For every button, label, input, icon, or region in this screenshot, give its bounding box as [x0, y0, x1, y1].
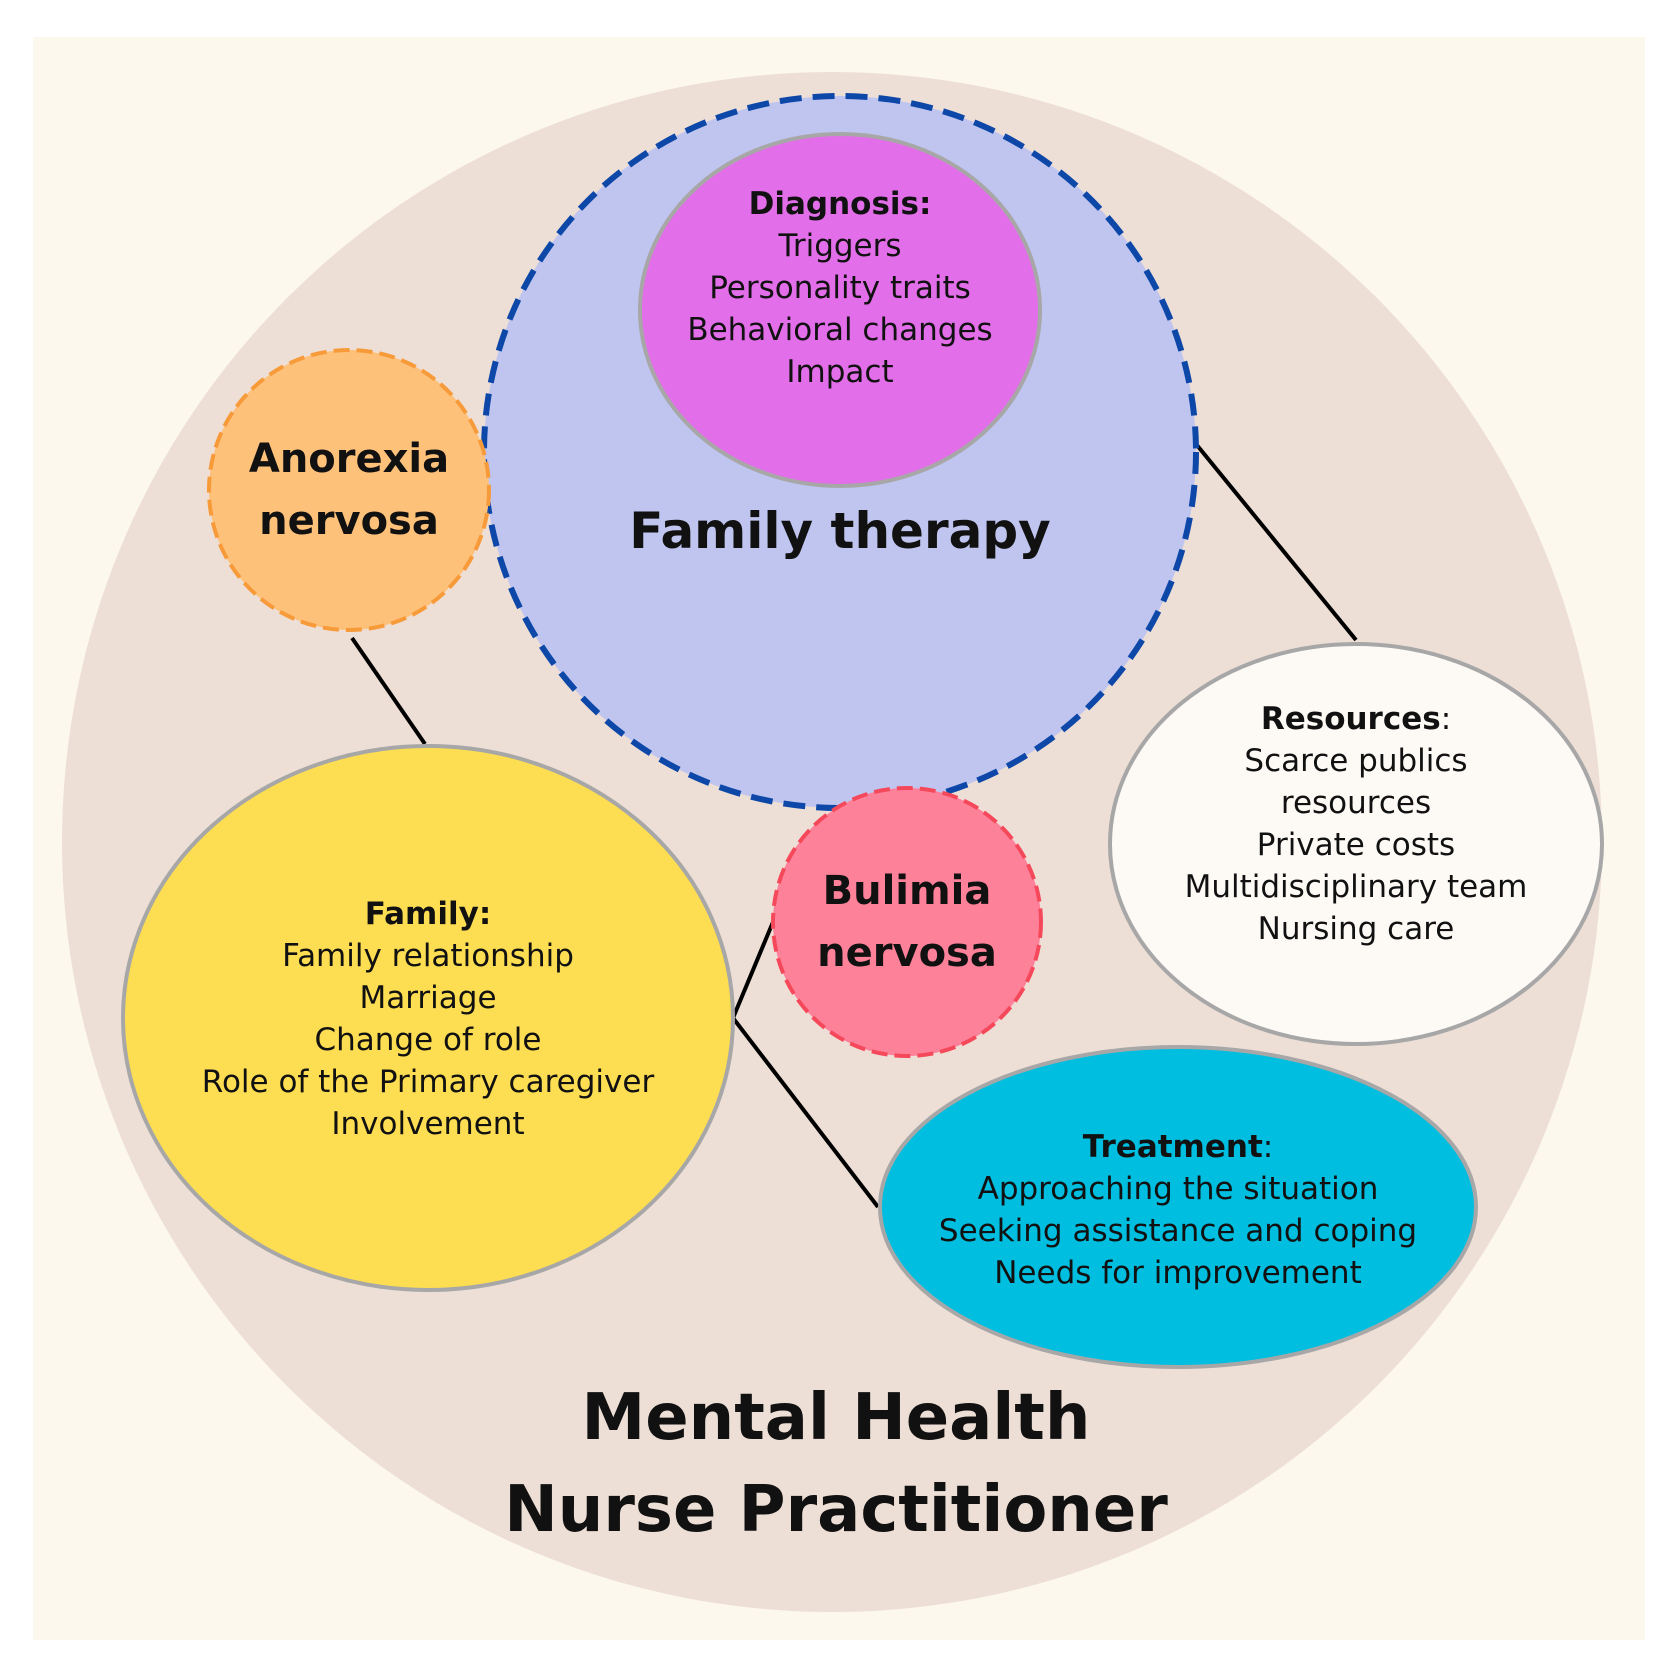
diagnosis-bubble [638, 132, 1042, 488]
diagnosis-item: Triggers [778, 228, 902, 264]
resources-item: Nursing care [1257, 911, 1455, 947]
anorexia-label: Anorexia nervosa [219, 428, 479, 552]
treatment-heading-line: Treatment: [918, 1126, 1438, 1168]
family-text: Family: Family relationship Marriage Cha… [168, 893, 688, 1145]
bulimia-bubble [771, 786, 1043, 1058]
resources-text: Resources: Scarce publics resources Priv… [1136, 698, 1576, 950]
diagnosis-text: Diagnosis: Triggers Personality traits B… [640, 183, 1040, 393]
connector-anorexia-family [350, 636, 427, 746]
bulimia-label-line: nervosa [817, 930, 997, 976]
treatment-bubble [878, 1045, 1478, 1369]
resources-bubble [1108, 642, 1604, 1046]
diagnosis-heading: Diagnosis: [748, 186, 932, 222]
treatment-heading-suffix: : [1262, 1129, 1274, 1165]
connector-family-treatment [731, 1016, 880, 1209]
anorexia-label-line: Anorexia [248, 436, 450, 482]
anorexia-label-line: nervosa [259, 498, 439, 544]
main-title-line: Mental Health [581, 1381, 1091, 1455]
treatment-item: Needs for improvement [994, 1255, 1362, 1291]
resources-heading-suffix: : [1440, 701, 1452, 737]
treatment-heading: Treatment [1082, 1129, 1263, 1165]
resources-item: Private costs [1256, 827, 1456, 863]
resources-item: Scarce publics [1244, 743, 1468, 779]
resources-heading: Resources [1260, 701, 1441, 737]
anorexia-bubble [207, 348, 491, 632]
resources-item: resources [1280, 785, 1432, 821]
family-item: Role of the Primary caregiver [201, 1064, 655, 1100]
connector-family-bulimia [731, 921, 775, 1019]
family-item: Family relationship [282, 938, 574, 974]
treatment-item: Seeking assistance and coping [938, 1213, 1418, 1249]
treatment-text: Treatment: Approaching the situation See… [918, 1126, 1438, 1294]
family-item: Change of role [314, 1022, 542, 1058]
family-item: Involvement [331, 1106, 525, 1142]
family-item: Marriage [359, 980, 497, 1016]
resources-item: Multidisciplinary team [1184, 869, 1528, 905]
resources-heading-line: Resources: [1136, 698, 1576, 740]
bulimia-label: Bulimia nervosa [787, 860, 1027, 984]
main-title: Mental Health Nurse Practitioner [436, 1372, 1236, 1556]
diagnosis-item: Behavioral changes [687, 312, 993, 348]
family-therapy-label: Family therapy [629, 502, 1051, 560]
bulimia-label-line: Bulimia [822, 868, 992, 914]
family-heading: Family: [364, 896, 492, 932]
connector-therapy-resources [1194, 442, 1358, 642]
main-title-line: Nurse Practitioner [504, 1473, 1168, 1547]
family-bubble [121, 744, 735, 1292]
treatment-item: Approaching the situation [977, 1171, 1379, 1207]
diagnosis-item: Impact [786, 354, 894, 390]
diagnosis-item: Personality traits [709, 270, 971, 306]
